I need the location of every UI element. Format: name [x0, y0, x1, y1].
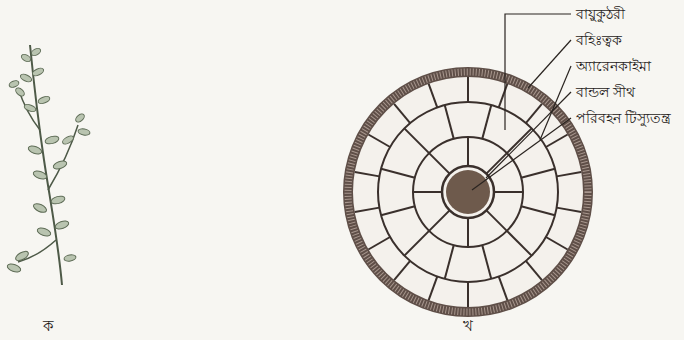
part-label: পরিবহন টিস্যুতন্ত্র	[576, 108, 671, 128]
stem-cross-section	[348, 72, 588, 312]
figure-letter: ক	[43, 316, 54, 336]
part-label: বহিঃত্বক	[576, 30, 622, 50]
part-label: বান্ডল সীথ	[576, 82, 635, 102]
plant-sprig	[6, 45, 90, 285]
figure-letter: খ	[463, 316, 473, 336]
part-label: বায়ুকুঠরী	[576, 4, 625, 24]
part-label: অ্যারেনকাইমা	[576, 56, 651, 76]
leader-lines	[472, 14, 571, 190]
